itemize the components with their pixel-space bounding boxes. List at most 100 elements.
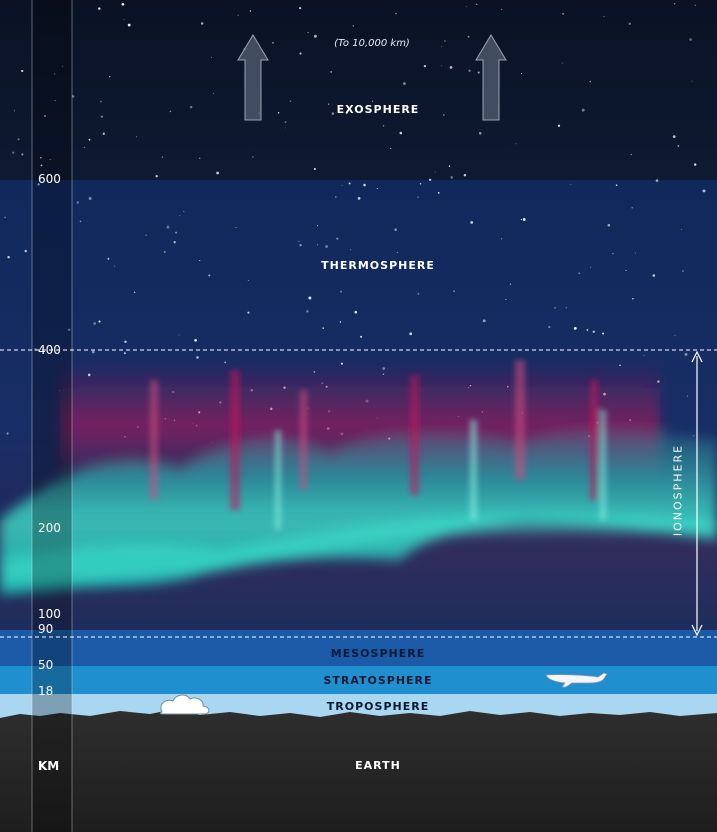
exosphere-extent-note: (To 10,000 km): [334, 38, 410, 49]
star: [299, 7, 302, 10]
star: [403, 82, 406, 85]
star: [247, 279, 249, 281]
airplane-icon: [545, 672, 608, 688]
star: [307, 32, 309, 34]
star: [630, 153, 632, 156]
star: [399, 131, 403, 135]
star: [49, 158, 51, 161]
star: [88, 197, 92, 200]
star: [123, 352, 126, 355]
star: [372, 100, 374, 102]
star: [578, 272, 581, 275]
star: [672, 135, 676, 138]
exosphere-band: [0, 0, 717, 180]
star: [691, 80, 693, 82]
star: [501, 8, 503, 10]
star: [354, 310, 358, 314]
star: [522, 218, 526, 221]
star: [673, 3, 676, 5]
star: [12, 151, 15, 154]
star: [317, 225, 318, 227]
star: [4, 216, 6, 219]
star: [100, 100, 102, 103]
star: [166, 225, 170, 229]
star: [428, 178, 432, 182]
star: [592, 330, 595, 333]
star: [612, 252, 614, 255]
layer-label-troposphere: TROPOSPHERE: [326, 700, 430, 713]
star: [179, 215, 181, 216]
star: [573, 326, 577, 330]
star: [352, 25, 355, 27]
star: [554, 307, 556, 309]
star: [423, 64, 427, 68]
cloud-icon: [159, 694, 210, 715]
star: [272, 41, 274, 44]
star: [341, 185, 343, 186]
tick-label-400: 400: [38, 343, 61, 357]
star: [208, 274, 211, 277]
tick-label-90: 90: [38, 622, 54, 636]
star: [13, 110, 16, 112]
layer-label-mesosphere: MESOSPHERE: [330, 647, 426, 660]
star: [210, 56, 213, 58]
star: [615, 184, 618, 187]
tick-label-18: 18: [38, 684, 54, 698]
star: [98, 7, 101, 10]
axis-unit-label: KM: [38, 759, 60, 773]
star: [557, 124, 561, 127]
star: [350, 249, 352, 251]
star: [603, 16, 605, 18]
tick-label-200: 200: [38, 521, 61, 535]
star: [54, 73, 56, 75]
star: [163, 250, 166, 253]
star: [521, 72, 523, 75]
star: [561, 62, 563, 64]
star: [40, 157, 42, 159]
star: [677, 145, 680, 147]
star: [442, 114, 445, 116]
star: [682, 270, 684, 272]
star: [590, 266, 592, 268]
star: [83, 146, 85, 148]
star: [91, 350, 95, 354]
star: [313, 168, 316, 170]
star: [417, 292, 420, 295]
star: [62, 65, 64, 67]
star: [37, 183, 40, 186]
star: [348, 182, 351, 185]
star: [299, 243, 302, 247]
star: [434, 171, 436, 173]
star: [607, 223, 611, 227]
star: [121, 2, 125, 6]
star: [88, 138, 91, 141]
layer-label-thermosphere: THERMOSPHERE: [321, 259, 435, 272]
star: [684, 352, 688, 356]
star: [655, 179, 659, 182]
star: [212, 92, 214, 94]
star: [345, 112, 348, 115]
star: [394, 228, 397, 232]
star: [199, 260, 201, 262]
star: [330, 70, 333, 73]
tick-label-100: 100: [38, 607, 61, 621]
star: [694, 163, 697, 166]
layer-label-stratosphere: STRATOSPHERE: [323, 674, 433, 687]
star: [100, 115, 104, 118]
earth-band: [0, 710, 717, 832]
star: [562, 12, 565, 15]
star: [449, 66, 453, 69]
star: [93, 322, 97, 325]
star: [643, 354, 645, 356]
star: [395, 12, 397, 15]
star: [376, 187, 378, 190]
star: [336, 237, 339, 240]
star: [634, 252, 636, 254]
star: [316, 244, 318, 246]
ionosphere-label: IONOSPHERE: [671, 443, 685, 537]
star: [299, 52, 302, 55]
star: [67, 328, 71, 332]
star: [520, 218, 523, 221]
